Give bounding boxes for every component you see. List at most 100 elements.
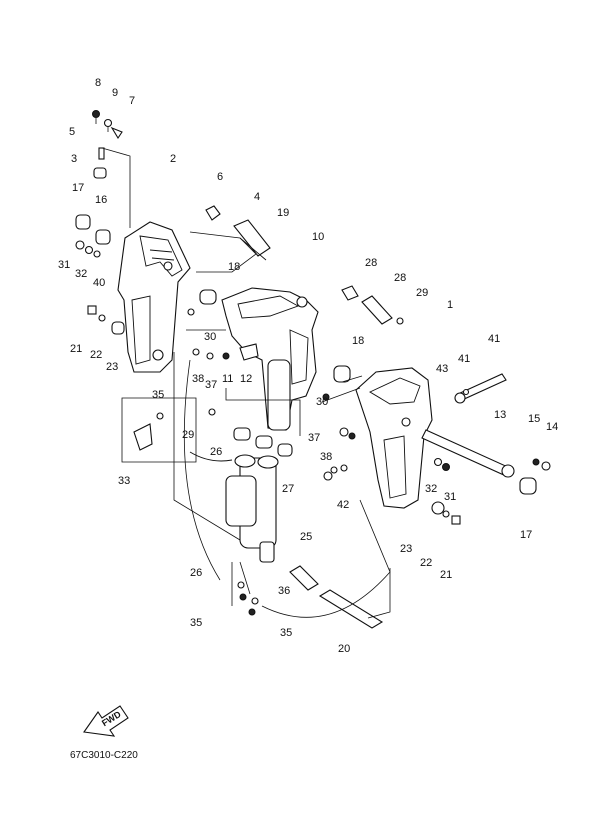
nut-31b [442, 463, 450, 471]
callout-33: 33 [118, 475, 130, 487]
callout-24: 25 [300, 531, 312, 543]
callout-18a: 18 [228, 261, 240, 273]
nut-43b [330, 466, 338, 474]
clamp-bracket-left [117, 221, 191, 373]
small-parts-top-left [75, 110, 131, 258]
nut-38 [348, 432, 356, 440]
callout-32b: 32 [425, 483, 437, 495]
bush-28a [233, 427, 251, 441]
callout-32a: 32 [75, 268, 87, 280]
callout-22b: 22 [420, 557, 432, 569]
callout-14: 14 [546, 421, 558, 433]
trim-tilt-unit [189, 427, 293, 563]
callout-3: 3 [71, 153, 77, 165]
callout-13: 13 [494, 409, 506, 421]
washer-32 [84, 245, 94, 255]
washer-22a [98, 314, 106, 322]
bush-3 [93, 167, 107, 179]
bush-17 [75, 214, 91, 230]
bush-16 [95, 229, 111, 245]
callout-31a: 31 [58, 259, 70, 271]
frame-lines [121, 329, 391, 619]
callout-11: 11 [222, 373, 233, 385]
bush-18b [333, 365, 351, 383]
washer-42 [454, 392, 466, 404]
callout-21b: 21 [440, 569, 452, 581]
washer-22b [442, 510, 450, 518]
lower-pins [237, 565, 384, 629]
bush-28b [255, 435, 273, 449]
bush-17b [519, 477, 537, 495]
callout-28b: 27 [282, 483, 294, 495]
washer-32b [433, 457, 443, 467]
nut-35b [248, 608, 256, 616]
fwd-arrow-icon: FWD [83, 705, 129, 737]
pin-6 [205, 205, 221, 221]
callout-9: 9 [112, 87, 118, 99]
callout-35b: 35 [280, 627, 292, 639]
small-parts-left-lower [87, 305, 216, 451]
bolt-30a [187, 308, 195, 316]
tilt-pin-group [341, 285, 404, 325]
callout-35a: 35 [190, 617, 202, 629]
callout-38a: 38 [192, 373, 204, 385]
bolt-30b [322, 393, 330, 401]
washer-31 [75, 240, 85, 250]
plate-12 [239, 343, 259, 361]
callout-28a: 26 [210, 446, 222, 458]
shaft-20 [318, 589, 384, 629]
bush-28c [277, 443, 293, 457]
shaft-26 [361, 295, 393, 325]
washer-41b [340, 464, 348, 472]
clamp-bracket-right [355, 367, 433, 509]
callout-26: 28 [394, 272, 406, 284]
tilt-tube-13 [421, 429, 551, 495]
pin-24 [289, 565, 319, 591]
callout-30b: 30 [316, 396, 328, 408]
bolt-21a [87, 305, 97, 315]
callout-29b: 29 [182, 429, 194, 441]
callout-8: 8 [95, 77, 101, 89]
bolt-25 [237, 581, 245, 589]
bushes-middle [187, 289, 351, 401]
callout-39: 40 [93, 277, 105, 289]
bracket-33 [133, 423, 153, 451]
nut-15 [532, 458, 540, 466]
callout-27: 28 [365, 257, 377, 269]
callout-4: 4 [254, 191, 260, 203]
clip-29 [396, 317, 404, 325]
callout-1: 1 [447, 299, 453, 311]
bush-23b [431, 501, 445, 515]
screw-37 [206, 352, 214, 360]
callout-7: 7 [129, 95, 135, 107]
pin-5 [98, 147, 105, 160]
washer-38 [192, 348, 200, 356]
bolt-group-right [454, 373, 507, 404]
bolt-11 [222, 352, 230, 360]
shaft-group-top [189, 205, 271, 273]
bolt-35a [239, 593, 247, 601]
callout-22a: 22 [90, 349, 102, 361]
callout-6: 6 [217, 171, 223, 183]
callout-34: 35 [152, 389, 164, 401]
callout-31b: 31 [444, 491, 456, 503]
swivel-bracket [221, 287, 319, 431]
pin-27 [341, 285, 359, 301]
bolt-34 [156, 412, 164, 420]
callout-38b: 38 [320, 451, 332, 463]
callout-23a: 23 [106, 361, 118, 373]
callout-21a: 21 [70, 343, 82, 355]
callout-40: 41 [488, 333, 500, 345]
callout-17b: 17 [520, 529, 532, 541]
callout-19: 19 [277, 207, 289, 219]
callout-37a: 37 [205, 379, 217, 391]
nut-8 [92, 110, 100, 118]
bolt-14 [541, 461, 551, 471]
callout-30a: 30 [204, 331, 216, 343]
washer-41a [462, 388, 470, 396]
bush-18a [199, 289, 217, 305]
clip-29b [208, 408, 216, 416]
callout-20: 20 [338, 643, 350, 655]
